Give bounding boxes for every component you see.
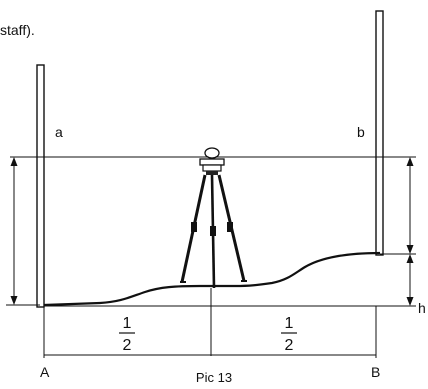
tripod-level-instrument [180,147,247,289]
ground-profile [43,251,381,307]
staff-a-label: a [55,124,63,140]
point-a-label: A [40,364,50,380]
staff-b-label: b [357,124,365,140]
height-difference-dimension [44,254,416,307]
right-height-dimension [380,157,416,255]
fraction-right-numerator: 1 [285,315,294,332]
fraction-left: 1 2 [119,315,135,354]
figure-caption: Pic 13 [196,370,232,384]
left-height-dimension [6,157,40,306]
fraction-left-denominator: 2 [123,337,132,354]
height-difference-label: h [418,300,426,316]
point-b-label: B [371,364,380,380]
staff-b [375,10,384,256]
fraction-right: 1 2 [281,315,297,354]
base-dimension [43,306,377,358]
top-text: staff). [0,22,35,38]
staff-a [36,64,45,308]
fraction-left-numerator: 1 [123,315,132,332]
fraction-right-denominator: 2 [285,337,294,354]
